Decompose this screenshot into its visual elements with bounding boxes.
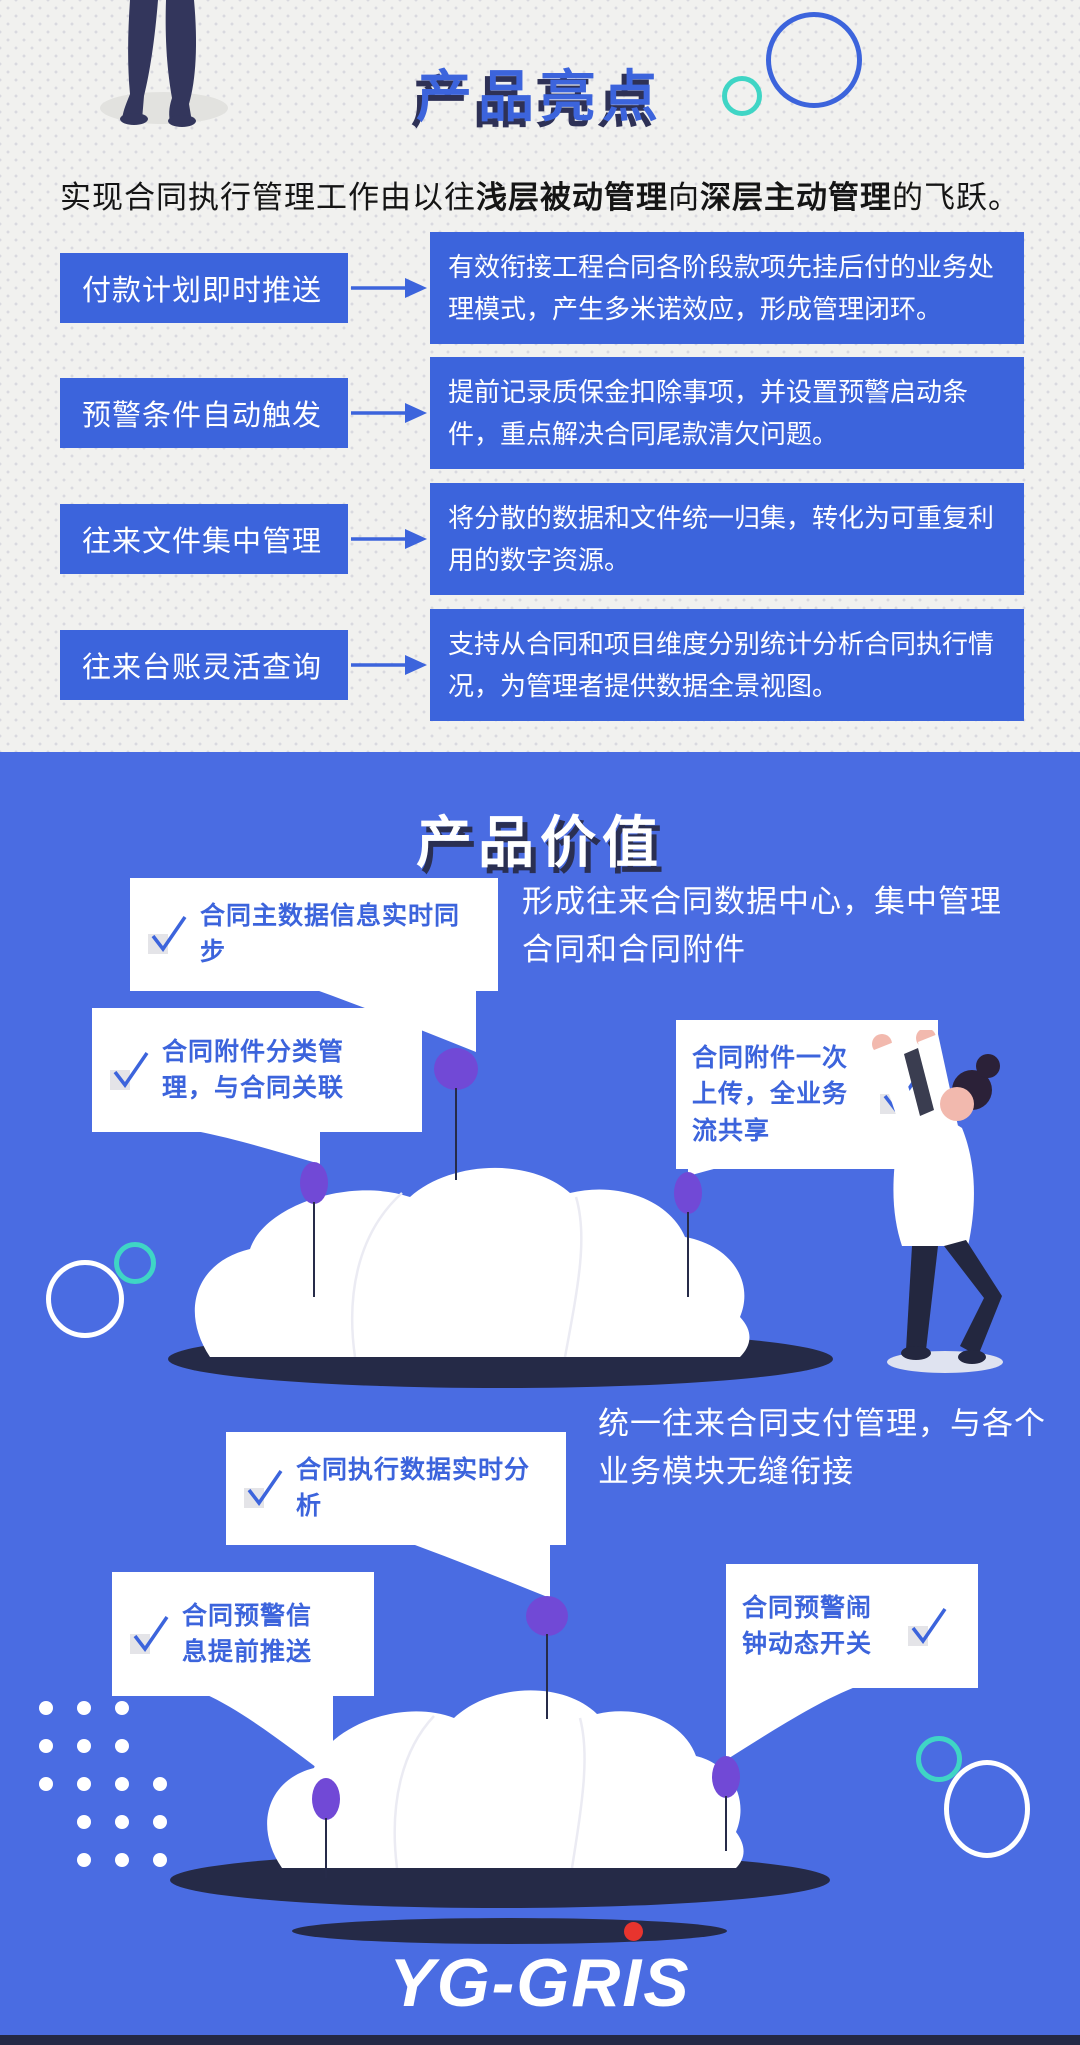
callout-text: 合同预警闹钟动态开关 xyxy=(742,1593,873,1658)
pin-dot xyxy=(526,1596,568,1636)
feature-description: 有效衔接工程合同各阶段款项先挂后付的业务处理模式，产生多米诺效应，形成管理闭环。 xyxy=(430,232,1024,345)
cloud-shadow-small xyxy=(292,1918,727,1944)
value-summary: 统一往来合同支付管理，与各个业务模块无缝衔接 xyxy=(598,1406,1046,1490)
feature-description: 支持从合同和项目维度分别统计分析合同执行情况，为管理者提供数据全景视图。 xyxy=(430,609,1024,722)
white-circle-decoration xyxy=(944,1760,1030,1858)
pin-line xyxy=(546,1634,548,1719)
feature-label: 往来台账灵活查询 xyxy=(60,617,367,701)
value-callout: 合同预警闹钟动态开关 xyxy=(726,1564,978,1688)
teal-circle-decoration xyxy=(916,1736,962,1782)
value-summary: 形成往来合同数据中心，集中管理合同和合同附件 xyxy=(522,884,1002,968)
highlights-title: 产品亮点 xyxy=(416,65,664,128)
teal-circle-decoration xyxy=(722,76,762,116)
feature-row: 往来文件集中管理 将分散的数据和文件统一归集，转化为可重复利用的数字资源。 xyxy=(60,483,1024,596)
callout-text: 合同执行数据实时分析 xyxy=(296,1456,531,1521)
value-section: 产品价值 合同主数据信息实时同步 形成往来合同数据中心，集中管理合同和合同附件 … xyxy=(0,752,1080,2045)
blue-circle-decoration xyxy=(766,12,862,108)
logo-text: YG-GR xyxy=(389,1945,623,2021)
logo-text: S xyxy=(643,1945,691,2021)
value-callout: 合同附件分类管理，与合同关联 xyxy=(92,1008,422,1132)
person-illustration xyxy=(872,1030,1003,1373)
intro-bold: 浅层被动管理 xyxy=(476,180,668,215)
intro-text: 的飞跃。 xyxy=(892,180,1020,215)
value-callout: 合同主数据信息实时同步 xyxy=(130,878,498,991)
feature-label: 预警条件自动触发 xyxy=(60,365,367,449)
pin-line xyxy=(687,1212,689,1297)
checkmark-icon xyxy=(906,1604,950,1648)
legs-illustration xyxy=(100,0,228,127)
cloud-illustration xyxy=(267,1690,744,1868)
pin-dot xyxy=(312,1778,340,1820)
cloud-illustration xyxy=(194,1167,750,1357)
highlights-section: 产品亮点 实现合同执行管理工作由以往浅层被动管理向深层主动管理的飞跃。 付款计划… xyxy=(0,0,1080,752)
intro-text: 向 xyxy=(668,180,700,215)
bottom-strip xyxy=(0,2035,1080,2045)
value-callout: 合同执行数据实时分析 xyxy=(226,1432,566,1545)
callout-tail xyxy=(205,1694,333,1780)
value-title: 产品价值 xyxy=(416,811,664,874)
callout-text: 合同主数据信息实时同步 xyxy=(200,902,461,967)
feature-row: 付款计划即时推送 有效衔接工程合同各阶段款项先挂后付的业务处理模式，产生多米诺效… xyxy=(60,232,1024,345)
arrow-right-icon xyxy=(348,275,430,301)
checkmark-icon xyxy=(128,1612,172,1656)
pin-line xyxy=(325,1818,327,1878)
feature-label: 往来文件集中管理 xyxy=(60,491,367,575)
pin-dot xyxy=(300,1162,328,1204)
feature-row: 往来台账灵活查询 支持从合同和项目维度分别统计分析合同执行情况，为管理者提供数据… xyxy=(60,609,1024,722)
pin-line xyxy=(313,1202,315,1297)
callout-tail xyxy=(190,1130,320,1164)
feature-label: 付款计划即时推送 xyxy=(60,240,367,324)
callout-text: 合同附件一次上传，全业务流共享 xyxy=(692,1044,849,1145)
pin-dot xyxy=(434,1048,478,1090)
feature-description: 提前记录质保金扣除事项，并设置预警启动条件，重点解决合同尾款清欠问题。 xyxy=(430,357,1024,470)
callout-tail xyxy=(726,1686,858,1760)
checkmark-icon xyxy=(146,912,190,956)
brand-logo: YG-GRIS xyxy=(0,1922,1080,2022)
intro-text: 实现合同执行管理工作由以往 xyxy=(60,180,476,215)
logo-letter-i: I xyxy=(622,1922,644,2021)
arrow-right-icon xyxy=(348,400,430,426)
white-circle-decoration xyxy=(46,1260,124,1338)
pin-dot xyxy=(674,1172,702,1214)
pin-line xyxy=(455,1088,457,1180)
intro-bold: 深层主动管理 xyxy=(700,180,892,215)
checkmark-icon xyxy=(108,1048,152,1092)
dots-grid-decoration xyxy=(39,1701,167,1867)
arrow-right-icon xyxy=(348,652,430,678)
arrow-right-icon xyxy=(348,526,430,552)
value-callout: 合同预警信息提前推送 xyxy=(112,1572,374,1696)
pin-line xyxy=(725,1796,727,1851)
teal-circle-decoration xyxy=(114,1242,156,1284)
feature-row: 预警条件自动触发 提前记录质保金扣除事项，并设置预警启动条件，重点解决合同尾款清… xyxy=(60,357,1024,470)
highlights-intro: 实现合同执行管理工作由以往浅层被动管理向深层主动管理的飞跃。 xyxy=(0,172,1080,217)
callout-text: 合同附件分类管理，与合同关联 xyxy=(162,1037,345,1102)
feature-description: 将分散的数据和文件统一归集，转化为可重复利用的数字资源。 xyxy=(430,483,1024,596)
callout-text: 合同预警信息提前推送 xyxy=(182,1601,313,1666)
checkmark-icon xyxy=(242,1466,286,1510)
pin-dot xyxy=(712,1756,740,1798)
